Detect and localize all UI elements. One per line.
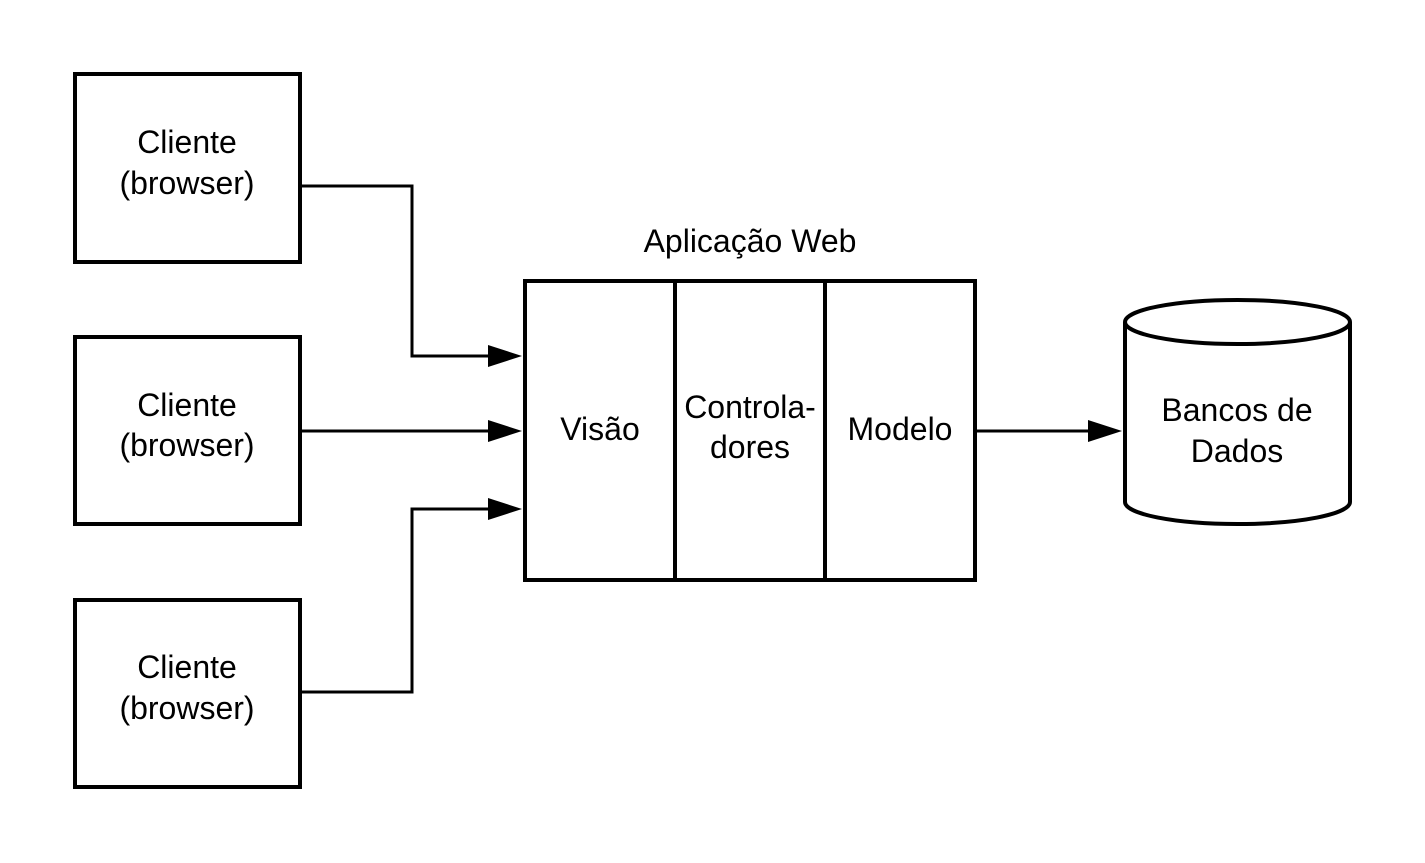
arrowhead-client-2 — [488, 420, 522, 442]
database-label-line1: Bancos de — [1161, 392, 1312, 428]
connector-client-1 — [300, 184, 490, 358]
client-box-2: Cliente (browser) — [73, 335, 302, 526]
connector-client-3 — [300, 507, 490, 694]
client-2-label-line1: Cliente — [137, 387, 237, 423]
client-3-label-line2: (browser) — [119, 690, 254, 726]
client-3-label-line1: Cliente — [137, 649, 237, 685]
controllers-layer-label-line2: dores — [710, 429, 790, 465]
controllers-layer-label-line1: Controla- — [684, 389, 816, 425]
client-box-3: Cliente (browser) — [73, 598, 302, 789]
client-box-1: Cliente (browser) — [73, 72, 302, 264]
database-label-line2: Dados — [1191, 433, 1284, 469]
arrowhead-client-1 — [488, 345, 522, 367]
client-2-label-line2: (browser) — [119, 427, 254, 463]
arrowhead-database — [1088, 420, 1122, 442]
database-cylinder-top — [1123, 298, 1352, 346]
database-cylinder: Bancos de Dados — [1123, 298, 1352, 526]
client-1-label-line2: (browser) — [119, 165, 254, 201]
client-box-2-frame — [73, 335, 302, 526]
client-box-1-frame — [73, 72, 302, 264]
view-layer-label: Visão — [560, 411, 639, 447]
web-app-box: Visão Controla- dores Modelo — [523, 279, 977, 582]
database-connector — [975, 420, 1122, 442]
database-cylinder-body — [1123, 322, 1352, 526]
arrowhead-client-3 — [488, 498, 522, 520]
client-connectors — [300, 184, 522, 694]
model-layer-label: Modelo — [848, 411, 953, 447]
client-1-label-line1: Cliente — [137, 124, 237, 160]
client-box-3-frame — [73, 598, 302, 789]
web-app-title: Aplicação Web — [644, 223, 857, 259]
